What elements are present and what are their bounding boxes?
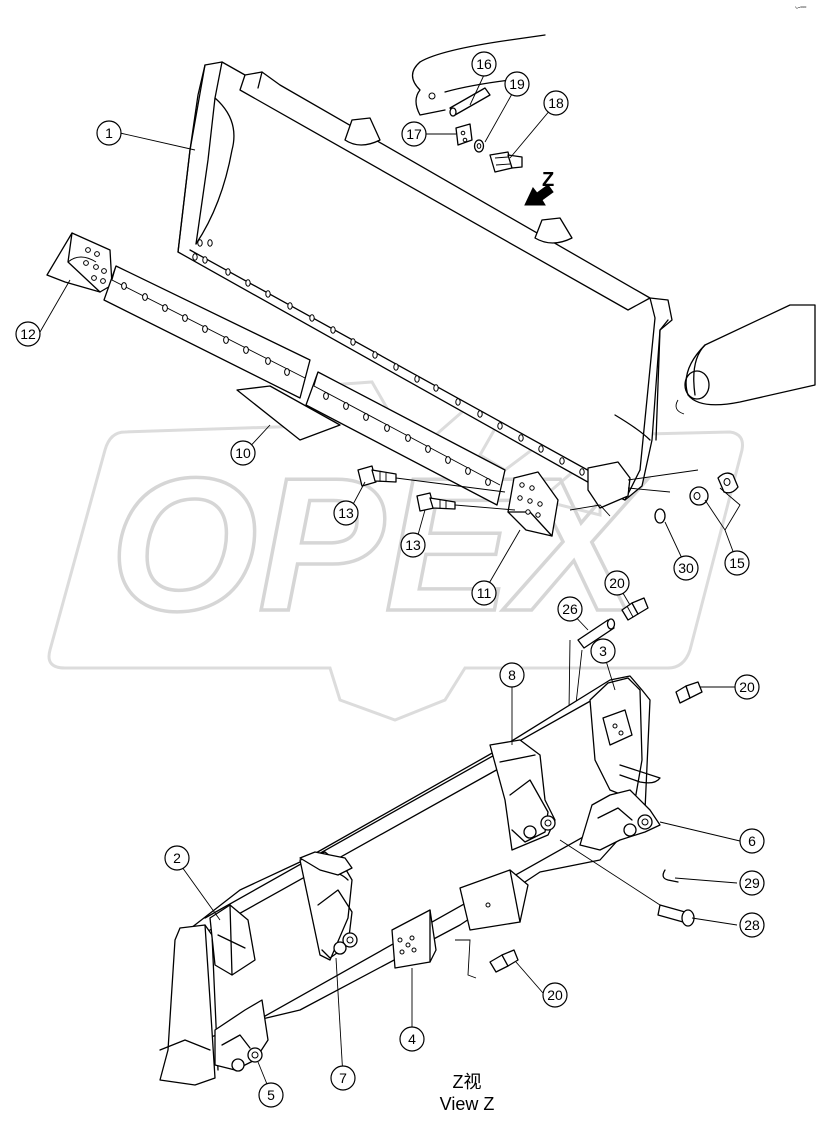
svg-text:6: 6 [748,833,756,849]
callout-29: 29 [739,870,765,896]
cotter-part-29 [662,869,679,883]
callout-20-mid: 20 [604,570,630,596]
bolt-part-18 [489,151,523,173]
callout-2: 2 [164,845,190,871]
washer-part-19 [473,139,485,153]
hydraulic-cylinder [675,304,816,415]
callout-18: 18 [543,90,569,116]
svg-text:11: 11 [477,585,492,601]
callout-12: 12 [15,321,41,347]
callout-20-right: 20 [734,674,760,700]
washer-part-30 [654,508,666,524]
view-z-letter: Z [542,169,554,191]
bolt-part-13-lower [416,492,516,512]
svg-text:7: 7 [339,1070,347,1086]
callout-7: 7 [330,1065,356,1091]
nut-part-15-b [717,472,739,494]
svg-text:20: 20 [547,987,563,1003]
grease-fitting-part-20-bottom [489,949,519,973]
callout-10: 10 [230,440,256,466]
callout-4: 4 [399,1026,425,1052]
svg-text:30: 30 [678,560,694,576]
callout-19: 19 [504,71,530,97]
caption-line-1: Z视 [453,1072,482,1092]
caption-line-2: View Z [440,1094,495,1114]
svg-text:5: 5 [267,1087,275,1103]
svg-text:28: 28 [744,917,760,933]
plate-part-17 [455,123,473,146]
svg-text:15: 15 [729,555,745,571]
frame-arm [411,34,546,116]
corner-bit-part-11 [507,471,559,537]
svg-text:10: 10 [235,445,251,461]
cutting-edge-center [305,371,506,506]
callout-17: 17 [401,121,427,147]
cutting-edge-left [103,265,341,441]
svg-text:12: 12 [20,326,36,342]
corner-bit-part-12 [46,232,113,293]
nut-leader-lines [627,469,699,493]
callout-8: 8 [499,662,525,688]
svg-text:13: 13 [405,537,421,553]
svg-text:2: 2 [173,850,181,866]
svg-text:19: 19 [509,76,525,92]
corner-mark: ⁱⁿ⁼⁰⁰⁰ [795,6,806,12]
svg-text:20: 20 [739,679,755,695]
callout-15: 15 [724,550,750,576]
callout-1: 1 [96,120,122,146]
callout-30: 30 [673,555,699,581]
callout-3: 3 [590,638,616,664]
pin-part-16 [449,87,491,117]
callout-11: 11 [471,580,497,606]
view-z-arrow: Z [524,169,554,206]
callout-26: 26 [557,596,583,622]
callout-28: 28 [739,912,765,938]
svg-text:18: 18 [548,95,564,111]
svg-text:17: 17 [406,126,422,142]
callout-16: 16 [471,51,497,77]
svg-text:29: 29 [744,875,760,891]
pin-part-28 [657,904,695,927]
pin-part-26 [577,618,616,649]
callout-6: 6 [739,828,765,854]
svg-text:20: 20 [609,575,625,591]
svg-text:4: 4 [408,1031,416,1047]
blade-part-1 [177,61,673,501]
nut-part-15-a [689,486,709,506]
callout-13-upper: 13 [333,500,359,526]
pin-28-leader [559,839,661,906]
bolt-part-13-upper [357,465,506,493]
callout-20-bottom: 20 [542,982,568,1008]
frame-body [159,675,661,1086]
callout-5: 5 [258,1082,284,1108]
callout-13-lower: 13 [400,532,426,558]
svg-text:8: 8 [508,667,516,683]
svg-text:26: 26 [562,601,578,617]
svg-text:13: 13 [338,505,354,521]
svg-text:3: 3 [599,643,607,659]
grease-fitting-part-20-right [675,681,703,704]
svg-text:16: 16 [476,56,492,72]
right-end-bit [569,461,631,517]
svg-text:1: 1 [105,125,113,141]
grease-fitting-part-20-mid [621,597,649,621]
